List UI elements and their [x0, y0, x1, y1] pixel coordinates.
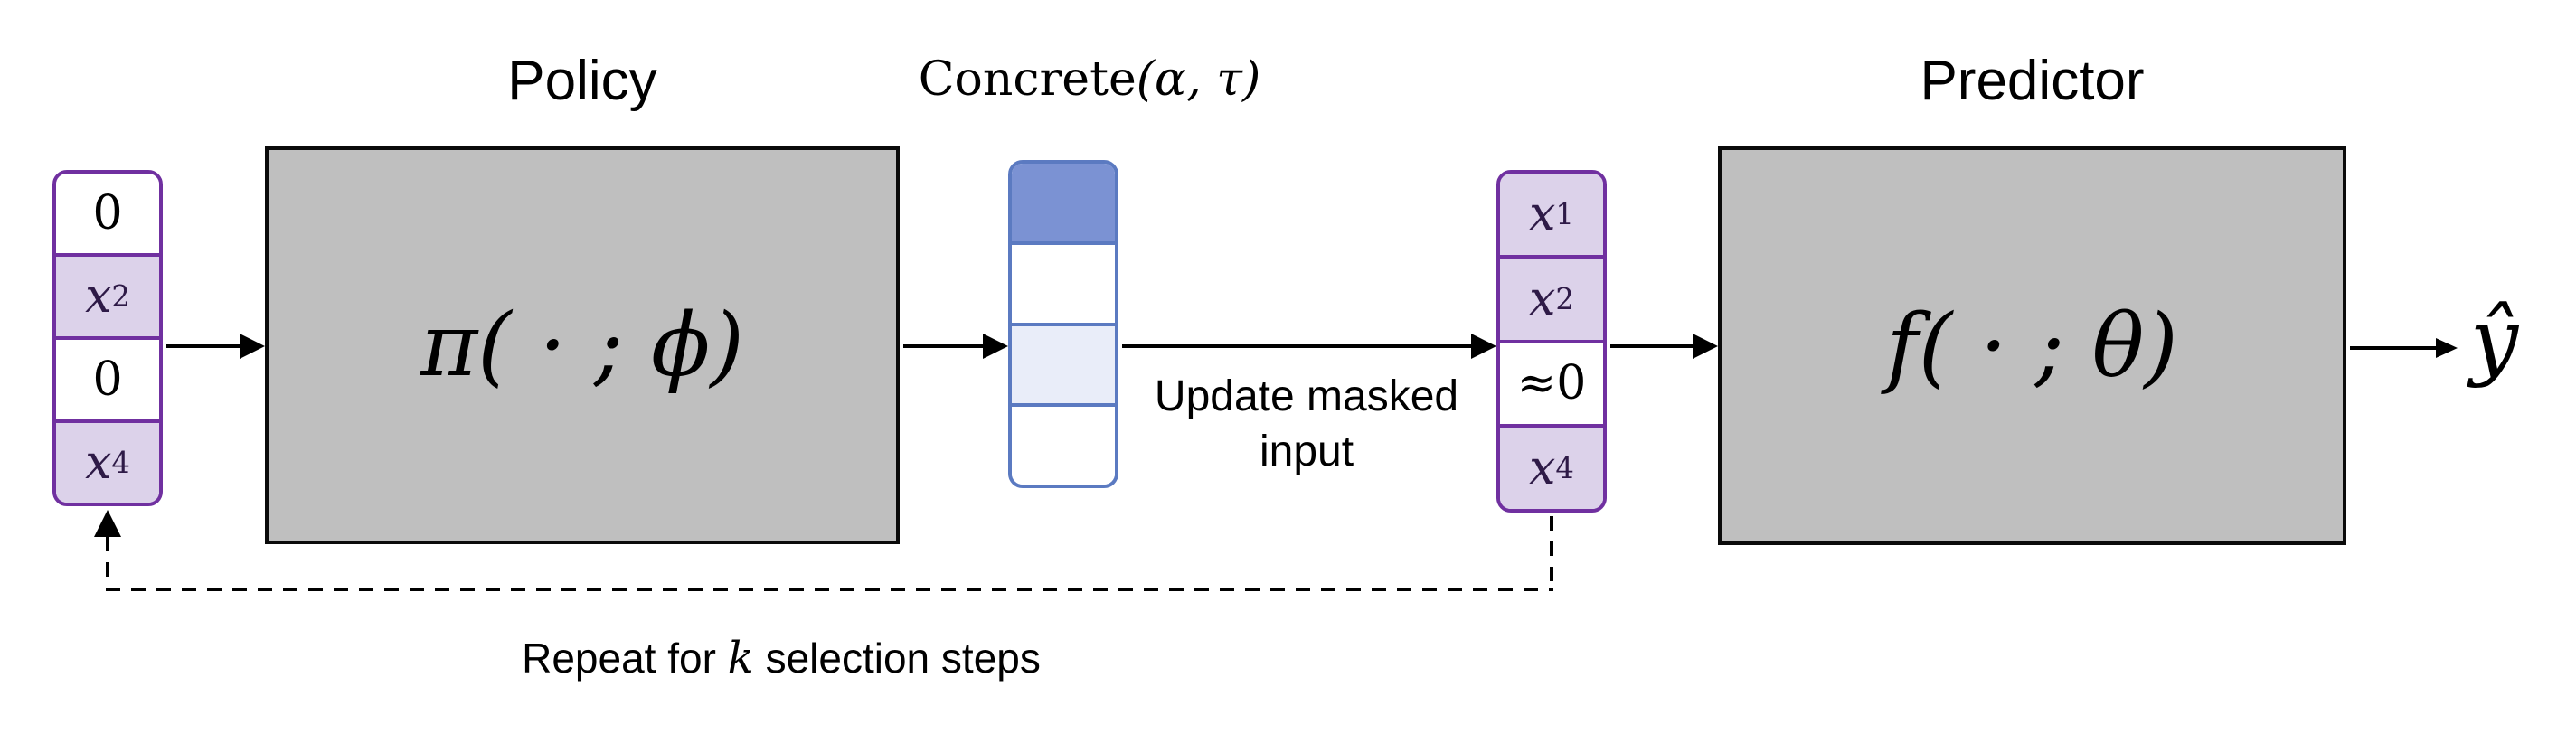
- arrow-concrete-to-masked: [1122, 344, 1473, 348]
- arrow-predictor-to-output: [2350, 346, 2438, 350]
- arrowhead-input-to-policy: [240, 334, 265, 359]
- predictor-title: Predictor: [1920, 50, 2145, 112]
- vector-cell: [1012, 240, 1115, 323]
- arrow-masked-to-predictor: [1610, 344, 1694, 348]
- feedback-dashed-horizontal: [106, 588, 1553, 591]
- arrowhead-predictor-to-output: [2436, 338, 2458, 358]
- vector-cell: [1012, 403, 1115, 485]
- vector-cell: [1012, 164, 1115, 241]
- feedback-arrowhead-up: [94, 510, 121, 537]
- vector-cell: 0: [56, 174, 159, 253]
- arrowhead-policy-to-concrete: [983, 334, 1008, 359]
- vector-cell: ≈0: [1500, 339, 1603, 425]
- policy-formula: π( · ; ϕ): [420, 295, 744, 396]
- arrowhead-concrete-to-masked: [1471, 334, 1496, 359]
- predictor-box: f( · ; θ): [1718, 146, 2346, 545]
- concrete-label: Concrete(α, τ): [918, 52, 1261, 107]
- policy-box: π( · ; ϕ): [265, 146, 900, 544]
- vector-cell: 0: [56, 336, 159, 419]
- feedback-dashed-vertical-right: [1550, 516, 1553, 591]
- repeat-steps-label: Repeat for k selection steps: [522, 633, 1041, 683]
- arrowhead-masked-to-predictor: [1693, 334, 1718, 359]
- arrow-input-to-policy: [166, 344, 241, 348]
- feedback-dashed-vertical-left: [106, 537, 109, 591]
- update-masked-input-label: Update masked input: [1154, 372, 1459, 476]
- arrow-policy-to-concrete: [903, 344, 985, 348]
- vector-cell: [1012, 322, 1115, 404]
- policy-title: Policy: [507, 50, 657, 112]
- predictor-formula: f( · ; θ): [1886, 295, 2178, 397]
- concrete-sample-vector: [1008, 160, 1118, 488]
- output-label: ŷ: [2470, 291, 2519, 390]
